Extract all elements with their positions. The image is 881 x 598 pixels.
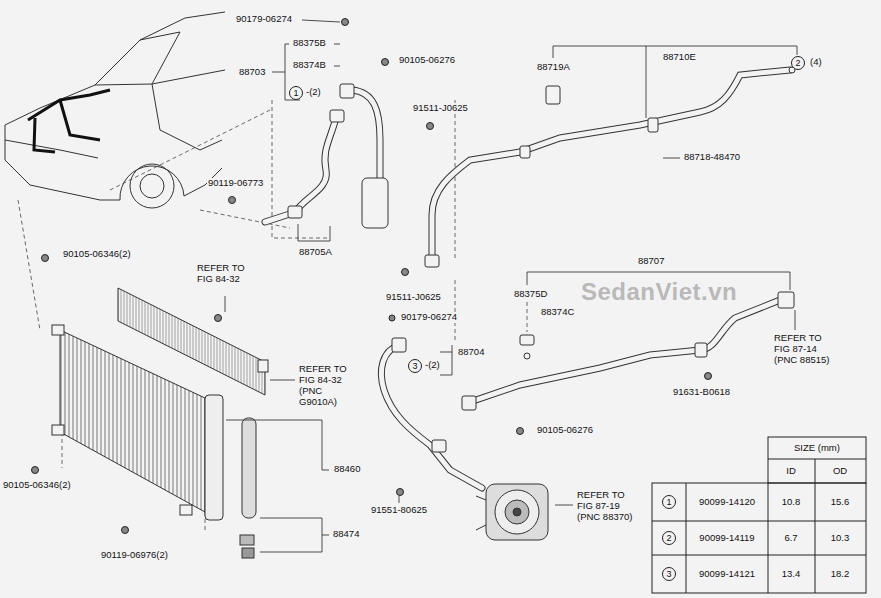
watermark: SedanViet.vn bbox=[580, 278, 738, 306]
part-number: (4) bbox=[809, 57, 823, 68]
reference-note: REFER TO FIG 84-32 (PNC G9010A) bbox=[298, 364, 358, 408]
reference-note: REFER TO FIG 87-19 (PNC 88370) bbox=[576, 490, 636, 523]
part-number: 88375B bbox=[292, 38, 327, 49]
callout-number: 2 bbox=[666, 534, 671, 543]
reference-note: REFER TO FIG 87-14 (PNC 88515) bbox=[773, 333, 833, 366]
part-number: 90105-06346(2) bbox=[2, 480, 72, 491]
part-number: 91551-80625 bbox=[370, 505, 428, 516]
callout-circle: 3 bbox=[662, 567, 676, 581]
part-number: 10.3 bbox=[830, 533, 851, 544]
reference-note: REFER TO FIG 84-32 bbox=[196, 263, 254, 285]
callout-number: 2 bbox=[795, 59, 800, 68]
callout-number: 1 bbox=[666, 498, 671, 507]
part-number: 90105-06276 bbox=[536, 425, 594, 436]
callout-circle: 2 bbox=[791, 56, 805, 70]
part-number: 91511-J0625 bbox=[385, 292, 442, 303]
part-number: ID bbox=[785, 466, 797, 477]
part-number: 88704 bbox=[457, 347, 485, 358]
part-number: 88707 bbox=[637, 256, 665, 267]
part-number: 88710E bbox=[662, 52, 697, 63]
part-number: 90099-14120 bbox=[698, 497, 756, 508]
part-number: 88718-48470 bbox=[683, 152, 741, 163]
part-number: SIZE (mm) bbox=[793, 443, 841, 454]
part-number: 88719A bbox=[536, 62, 571, 73]
part-number: 10.8 bbox=[781, 497, 802, 508]
callout-circle: 3 bbox=[408, 359, 422, 373]
callout-circle: 1 bbox=[662, 495, 676, 509]
callout-number: 3 bbox=[666, 570, 671, 579]
part-number: 15.6 bbox=[830, 497, 851, 508]
part-number: 91511-J0625 bbox=[412, 103, 469, 114]
part-number: 90105-06346(2) bbox=[62, 249, 132, 260]
callout-number: 1 bbox=[293, 89, 298, 98]
part-number: 90119-06773 bbox=[207, 178, 264, 189]
callout-circle: 1 bbox=[289, 86, 303, 100]
part-number: 90119-06976(2) bbox=[100, 550, 169, 561]
part-number: 88705A bbox=[298, 247, 333, 258]
part-number: 88374B bbox=[292, 60, 327, 71]
part-number: 88703 bbox=[238, 67, 266, 78]
part-number: 90179-06274 bbox=[235, 14, 293, 25]
part-number: 90105-06276 bbox=[398, 55, 456, 66]
part-number: 88375D bbox=[513, 289, 548, 300]
part-number: 90099-14121 bbox=[698, 569, 756, 580]
part-number: 88474 bbox=[332, 529, 360, 540]
part-number: 88374C bbox=[540, 307, 575, 318]
part-number: 88460 bbox=[333, 464, 361, 475]
callout-number: 3 bbox=[412, 362, 417, 371]
part-number: -(2) bbox=[424, 360, 441, 371]
part-number: 91631-B0618 bbox=[672, 387, 731, 398]
part-number: 6.7 bbox=[783, 533, 798, 544]
part-number: 90179-06274 bbox=[400, 312, 458, 323]
part-number: 90099-14119 bbox=[698, 533, 755, 544]
part-number: 18.2 bbox=[830, 569, 851, 580]
part-number: OD bbox=[832, 466, 848, 477]
part-number: -(2) bbox=[305, 87, 322, 98]
part-number: 13.4 bbox=[781, 569, 802, 580]
callout-circle: 2 bbox=[662, 531, 676, 545]
